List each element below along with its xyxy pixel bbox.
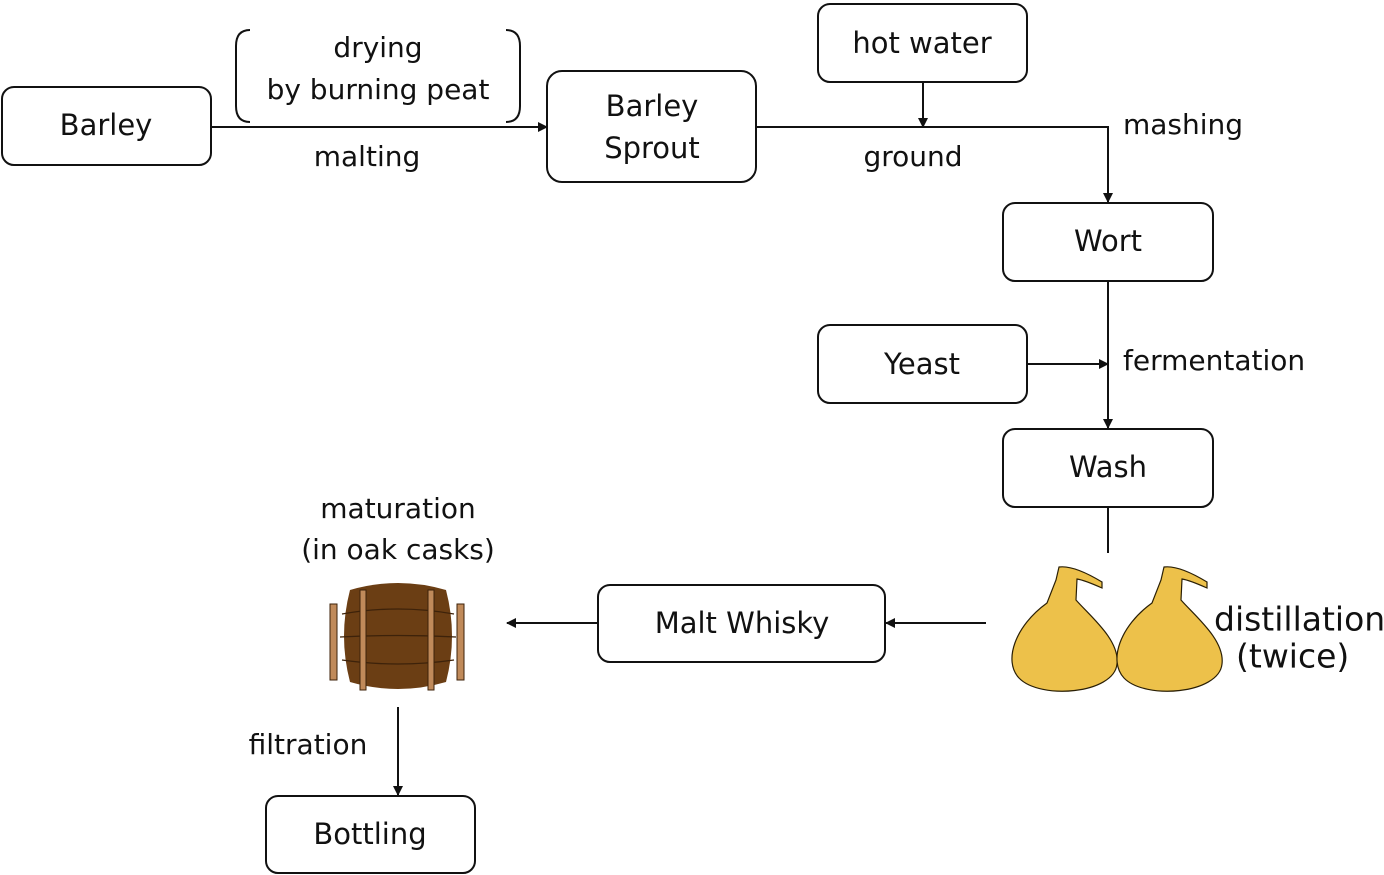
label-ground: ground	[863, 140, 962, 173]
drying-bracket	[235, 29, 251, 123]
node-yeast-label: Yeast	[883, 347, 960, 381]
pot-still-icon	[1116, 566, 1223, 692]
node-malt-whisky: Malt Whisky	[597, 584, 886, 663]
label-fermentation: fermentation	[1123, 344, 1305, 377]
label-drying-2: by burning peat	[267, 73, 490, 106]
node-wash: Wash	[1002, 428, 1214, 508]
label-maturation-1: maturation	[320, 492, 475, 525]
node-wash-label: Wash	[1069, 450, 1147, 484]
node-bottling-label: Bottling	[313, 817, 426, 851]
label-maturation-2: (in oak casks)	[301, 533, 495, 566]
node-yeast: Yeast	[817, 324, 1028, 404]
node-barley-sprout-label-2: Sprout	[604, 131, 700, 165]
label-filtration: filtration	[249, 728, 368, 761]
drying-bracket-right	[505, 29, 521, 123]
node-wort: Wort	[1002, 202, 1214, 282]
line-sprout-to-wort	[756, 126, 1113, 203]
node-bottling: Bottling	[265, 795, 476, 874]
node-malt-whisky-label: Malt Whisky	[655, 606, 830, 640]
node-barley-sprout: Barley Sprout	[546, 70, 757, 183]
node-barley-label: Barley	[60, 108, 153, 142]
label-distillation-2: (twice)	[1236, 637, 1349, 676]
label-distillation-1: distillation	[1214, 600, 1384, 639]
node-barley-sprout-label-1: Barley	[606, 89, 699, 123]
label-drying-1: drying	[333, 31, 422, 64]
node-hot-water-label: hot water	[852, 26, 991, 60]
node-barley: Barley	[1, 86, 212, 166]
oak-barrel-icon	[329, 583, 465, 691]
node-hot-water: hot water	[817, 3, 1028, 83]
label-mashing: mashing	[1123, 108, 1243, 141]
pot-still-icon	[1011, 566, 1118, 692]
label-malting: malting	[314, 140, 421, 173]
node-wort-label: Wort	[1074, 224, 1142, 258]
